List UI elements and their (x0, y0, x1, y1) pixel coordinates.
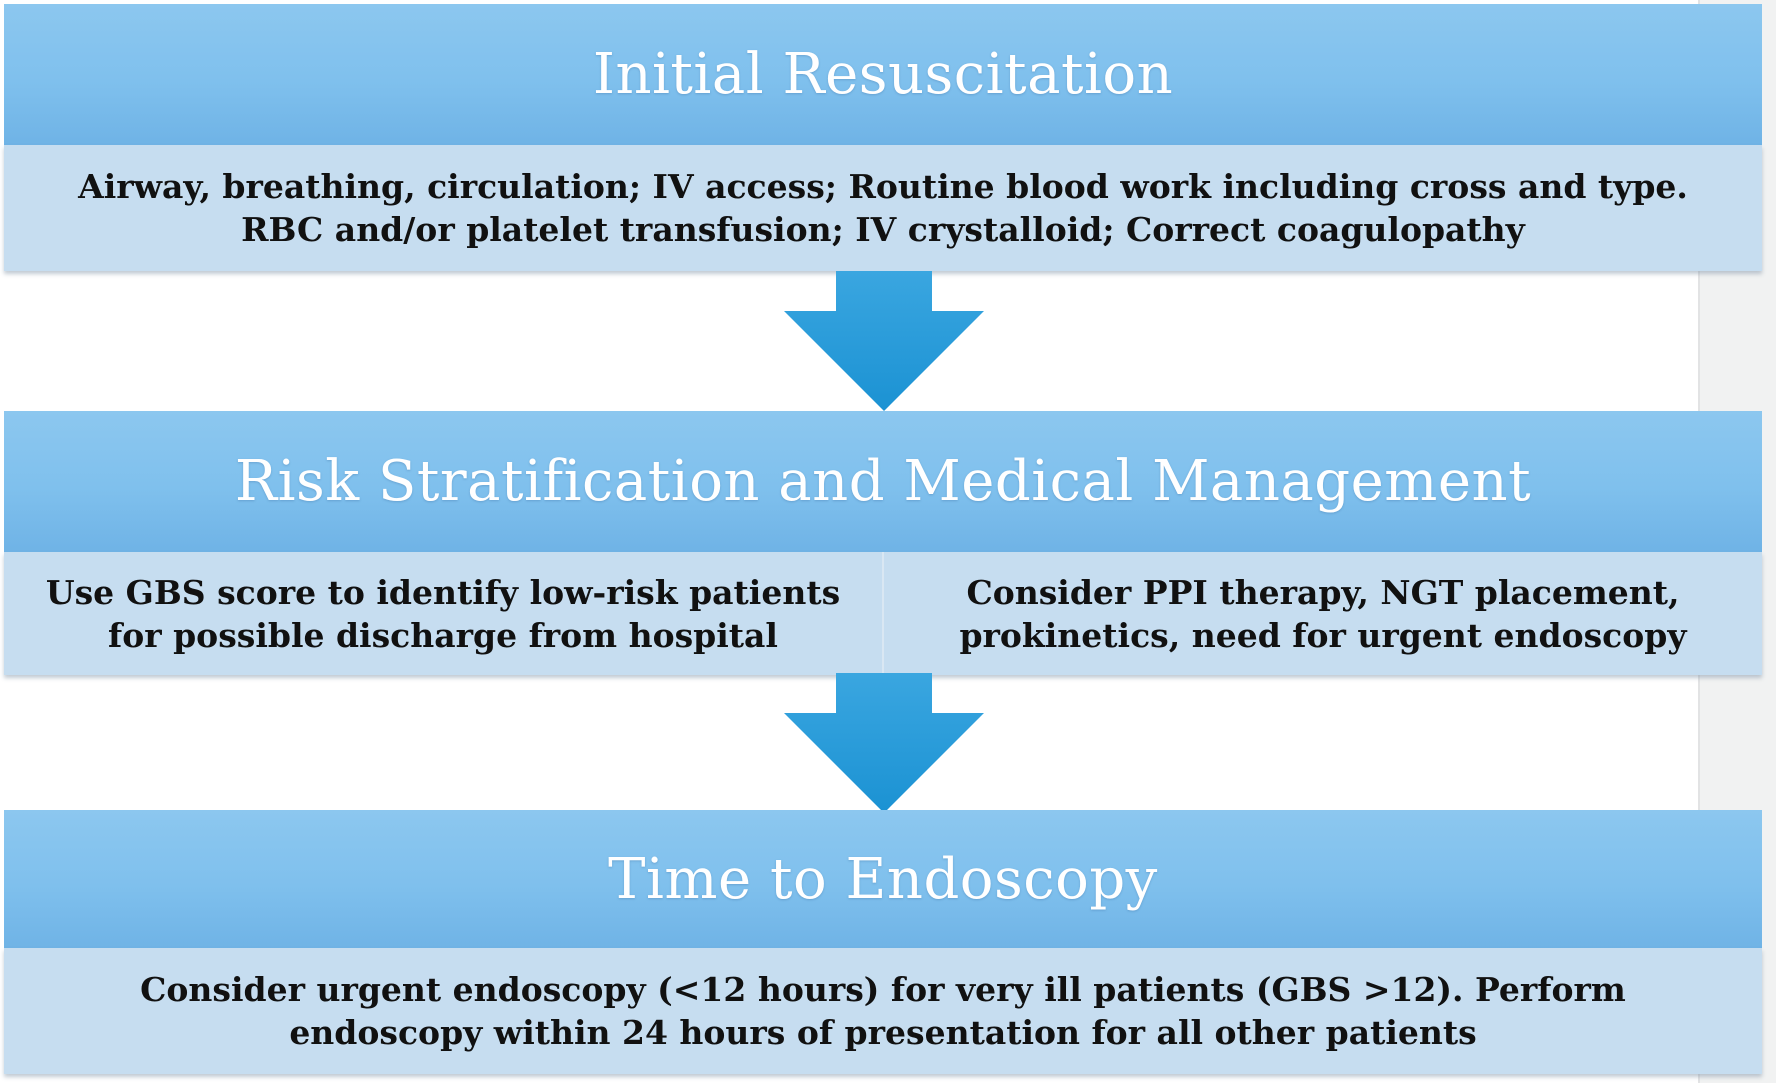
step-body-text: Consider urgent endoscopy (<12 hours) fo… (140, 970, 1626, 1052)
step-title: Risk Stratification and Medical Manageme… (234, 449, 1532, 514)
down-arrow-icon (784, 271, 984, 411)
step-header: Time to Endoscopy (4, 810, 1762, 948)
step-body-left: Use GBS score to identify low-risk patie… (4, 552, 882, 675)
step-body-right-text: Consider PPI therapy, NGT placement, pro… (959, 572, 1687, 655)
step-title: Initial Resuscitation (592, 42, 1174, 107)
step-initial-resuscitation: Initial Resuscitation Airway, breathing,… (4, 4, 1762, 271)
step-title: Time to Endoscopy (608, 846, 1158, 912)
flowchart: Initial Resuscitation Airway, breathing,… (4, 4, 1762, 1079)
step-body-text: Airway, breathing, circulation; IV acces… (78, 167, 1688, 249)
step-risk-stratification: Risk Stratification and Medical Manageme… (4, 411, 1762, 675)
step-header: Risk Stratification and Medical Manageme… (4, 411, 1762, 552)
step-body-left-text: Use GBS score to identify low-risk patie… (45, 572, 841, 655)
step-header: Initial Resuscitation (4, 4, 1762, 145)
step-body: Airway, breathing, circulation; IV acces… (4, 145, 1762, 271)
step-body: Consider urgent endoscopy (<12 hours) fo… (4, 948, 1762, 1074)
step-time-to-endoscopy: Time to Endoscopy Consider urgent endosc… (4, 810, 1762, 1074)
column-divider (882, 552, 884, 675)
step-body-columns: Use GBS score to identify low-risk patie… (4, 552, 1762, 675)
down-arrow-icon (784, 673, 984, 813)
step-body: Use GBS score to identify low-risk patie… (4, 552, 1762, 675)
step-body-right: Consider PPI therapy, NGT placement, pro… (884, 552, 1762, 675)
